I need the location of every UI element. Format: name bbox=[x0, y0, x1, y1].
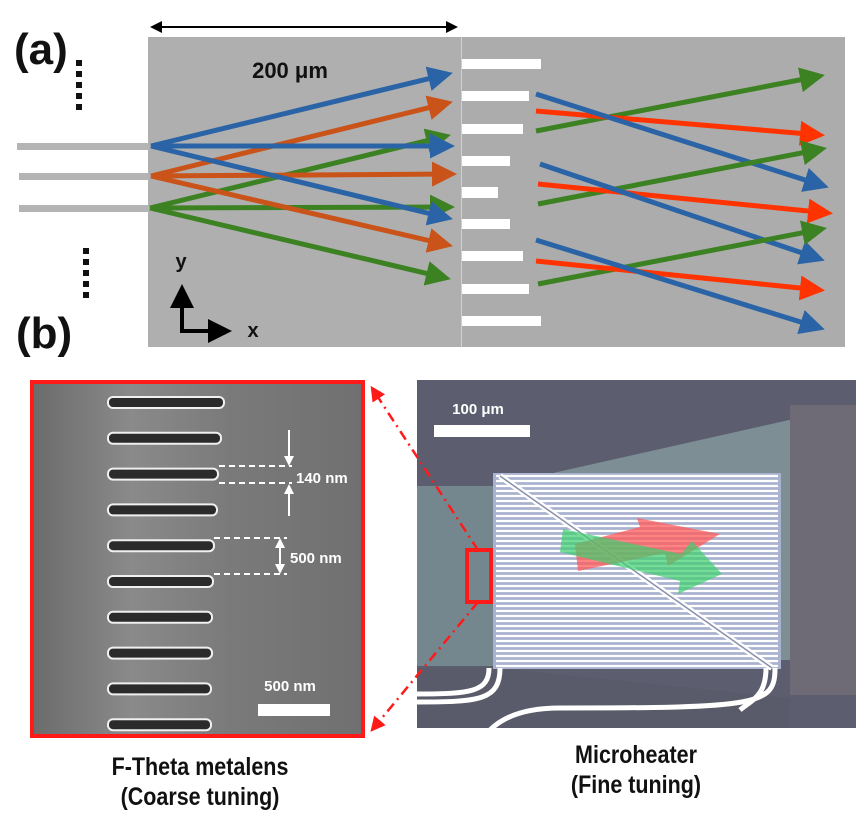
out-beam-blue-2 bbox=[539, 161, 825, 265]
nanobar bbox=[107, 610, 213, 624]
propagation-region bbox=[148, 37, 462, 347]
out-beam-red-2 bbox=[537, 181, 833, 224]
zoom-connectors bbox=[370, 385, 480, 732]
microscope-image: 100 μm bbox=[417, 380, 856, 728]
caption-microheater-title: Microheater bbox=[575, 741, 697, 769]
beam-orange-straight bbox=[150, 161, 457, 187]
out-beam-red-1 bbox=[535, 108, 825, 146]
heater-diagonal-gap bbox=[499, 475, 773, 669]
output-region bbox=[462, 37, 845, 347]
zoom-region-box bbox=[465, 548, 493, 604]
panel-b-images: 140 nm 500 nm 500 nm 100 μm bbox=[30, 380, 856, 738]
y-axis-label: y bbox=[175, 251, 187, 273]
caption-metalens-title: F-Theta metalens bbox=[111, 753, 289, 781]
nanobar bbox=[107, 431, 222, 445]
ellipsis-top-icon bbox=[76, 60, 82, 110]
metalens-slabs bbox=[462, 59, 541, 326]
left-strip bbox=[417, 486, 496, 666]
zoom-connector-bottom bbox=[370, 601, 479, 732]
beam-green-down bbox=[149, 205, 451, 286]
caption-microheater: Microheater (Fine tuning) bbox=[507, 740, 765, 800]
out-beam-green-3 bbox=[537, 220, 827, 287]
nanobar bbox=[107, 646, 213, 660]
out-beam-green-1 bbox=[535, 67, 825, 134]
ellipsis-bottom-icon bbox=[83, 248, 89, 298]
beam-blue-up bbox=[150, 66, 453, 149]
right-region bbox=[790, 405, 856, 695]
sem-nanobars bbox=[107, 396, 225, 732]
nanobar bbox=[107, 718, 212, 732]
input-waveguide-1 bbox=[17, 143, 149, 150]
lens-slab bbox=[462, 251, 523, 261]
x-axis-label: x bbox=[247, 320, 258, 342]
connector-traces bbox=[417, 667, 778, 728]
nanobar bbox=[107, 539, 215, 553]
lens-slab bbox=[462, 124, 523, 134]
axes-indicator: y x bbox=[170, 251, 259, 343]
panel-b-label: (b) bbox=[16, 309, 73, 358]
nanobar bbox=[107, 396, 225, 409]
out-beam-blue-3 bbox=[535, 237, 825, 335]
beam-orange-up bbox=[150, 95, 453, 179]
out-beam-green-2 bbox=[537, 140, 827, 207]
zoom-connector-top bbox=[370, 385, 480, 551]
lens-slab bbox=[462, 284, 529, 294]
caption-metalens-subtitle: (Coarse tuning) bbox=[120, 783, 280, 811]
gap-label: 140 nm bbox=[296, 470, 348, 487]
out-beam-blue-1 bbox=[535, 91, 829, 192]
lens-slab bbox=[462, 59, 541, 69]
dimension-label: 200 μm bbox=[252, 58, 328, 83]
panel-a-diagram: 200 μm bbox=[17, 21, 845, 347]
caption-microheater-subtitle: (Fine tuning) bbox=[570, 771, 702, 799]
lens-slab bbox=[462, 187, 498, 198]
nanobar bbox=[107, 575, 214, 588]
input-waveguide-3 bbox=[19, 205, 149, 212]
period-label: 500 nm bbox=[290, 550, 342, 567]
input-waveguide-2 bbox=[19, 173, 149, 180]
micro-scalebar bbox=[434, 425, 530, 437]
out-beam-red-3 bbox=[535, 258, 825, 301]
green-tuning-arrow bbox=[560, 529, 722, 594]
sem-scalebar-label: 500 nm bbox=[264, 678, 316, 695]
lens-slab bbox=[462, 91, 529, 101]
lower-substrate bbox=[417, 668, 790, 728]
lens-slab bbox=[462, 156, 510, 166]
nanobar bbox=[107, 682, 212, 696]
nanobar bbox=[107, 467, 219, 481]
sem-image: 140 nm 500 nm 500 nm bbox=[30, 380, 365, 738]
lens-slab bbox=[462, 316, 541, 326]
beam-orange-down bbox=[150, 173, 453, 253]
caption-metalens: F-Theta metalens (Coarse tuning) bbox=[71, 752, 329, 812]
nanobar bbox=[107, 503, 218, 517]
sem-scalebar bbox=[258, 704, 330, 716]
panel-a-label: (a) bbox=[14, 25, 68, 74]
beam-blue-down bbox=[150, 143, 453, 226]
micro-scalebar-label: 100 μm bbox=[452, 401, 504, 418]
lens-slab bbox=[462, 219, 510, 229]
